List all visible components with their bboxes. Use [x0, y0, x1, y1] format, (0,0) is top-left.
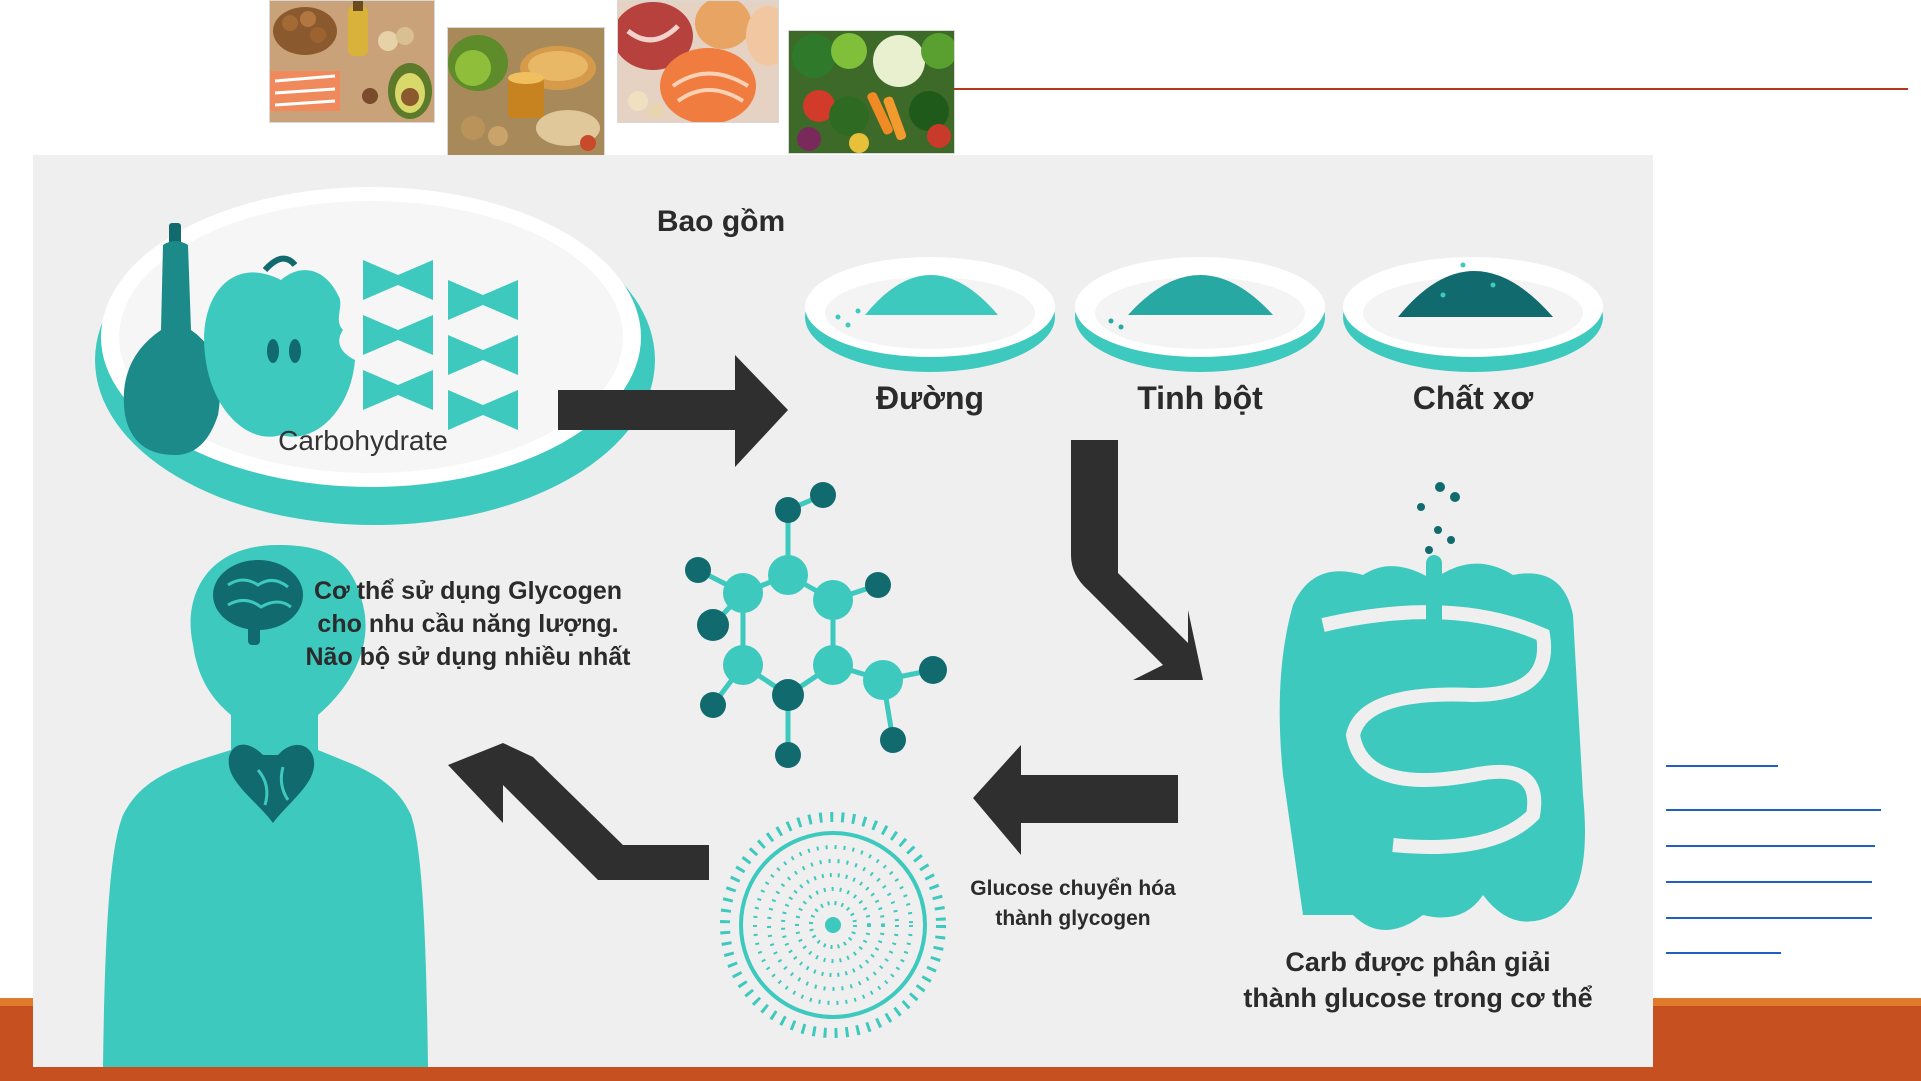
starch-pile-icon [1075, 257, 1325, 372]
link-underline-1[interactable] [1666, 765, 1778, 767]
photo-meat-salmon-eggs [617, 0, 779, 123]
arrow-to-glycogen [973, 745, 1178, 855]
food-photo-3-image [618, 1, 778, 122]
molecule-icon [685, 482, 947, 768]
food-photo-4-image [789, 31, 954, 153]
component-label-sugar: Đường [830, 380, 1030, 417]
body-text-line-2: cho nhu cầu năng lượng. [273, 610, 663, 639]
food-photo-2-image [448, 28, 604, 155]
carbohydrate-label: Carbohydrate [213, 425, 513, 457]
body-text-line-3: Não bộ sử dụng nhiều nhất [273, 643, 663, 672]
digestion-text-line-1: Carb được phân giải [1203, 947, 1633, 978]
body-text-line-1: Cơ thể sử dụng Glycogen [273, 577, 663, 606]
component-label-fiber: Chất xơ [1373, 380, 1573, 417]
photo-fats-nuts-oil-salmon [269, 0, 435, 123]
link-underline-2[interactable] [1666, 809, 1881, 811]
glycogen-granule-icon [725, 817, 941, 1033]
photo-vegetables [788, 30, 955, 154]
sugar-pile-icon [805, 257, 1055, 372]
component-label-starch: Tinh bột [1100, 380, 1300, 417]
arrow-to-body [448, 743, 709, 880]
intestine-icon [1280, 482, 1585, 930]
glycogen-text-line-1: Glucose chuyển hóa [943, 877, 1203, 901]
fiber-pile-icon [1343, 257, 1603, 372]
food-photo-1-image [270, 1, 434, 122]
photo-bread-vegetables [447, 27, 605, 156]
link-underline-4[interactable] [1666, 881, 1872, 883]
glycogen-text-line-2: thành glycogen [943, 907, 1203, 931]
link-underline-5[interactable] [1666, 917, 1872, 919]
header-rule [954, 88, 1908, 90]
link-underline-3[interactable] [1666, 845, 1875, 847]
arrow-to-digestion [1071, 440, 1203, 680]
diagram-heading: Bao gồm [601, 205, 841, 239]
link-underline-6[interactable] [1666, 952, 1781, 954]
digestion-text-line-2: thành glucose trong cơ thể [1203, 983, 1633, 1014]
carbohydrate-diagram: Bao gồm Carbohydrate Đường Tinh bột Chất… [33, 155, 1653, 1067]
